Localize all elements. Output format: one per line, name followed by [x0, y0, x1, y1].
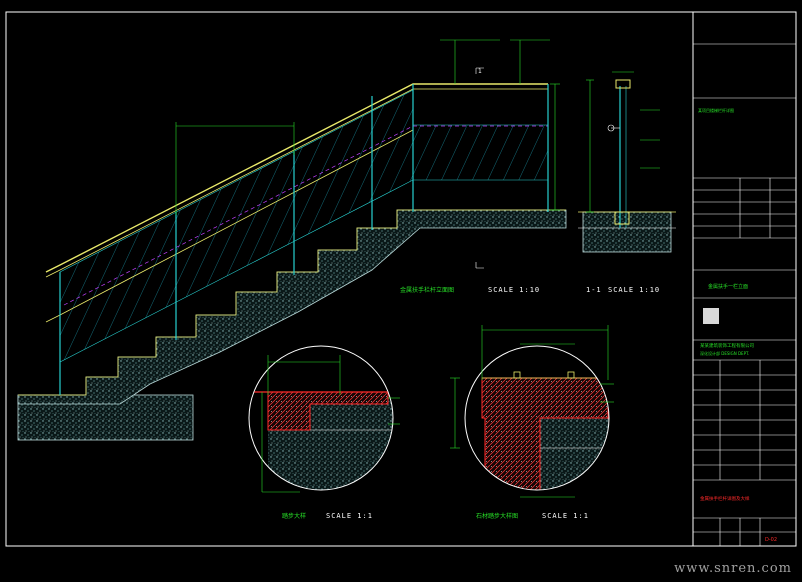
detail-a [248, 345, 400, 493]
elevation-title: 金属扶手栏杆立面图 [400, 286, 454, 294]
detail-b-title: 石材踏步大样图 [476, 512, 518, 520]
detail-a-scale: SCALE 1:1 [326, 512, 373, 520]
elevation-section-mark: 1 [478, 68, 482, 75]
watermark: www.snren.com [674, 561, 792, 576]
railing-posts [59, 84, 549, 395]
title-block-company-1: 某某建筑装饰工程有限公司 [700, 342, 754, 349]
title-block-company-2: 深化设计部 DESIGN DEPT. [700, 350, 749, 356]
title-block-red-note: 金属扶手栏杆详图及大样 [700, 495, 750, 502]
title-block-project: 某项目楼梯栏杆详图 [698, 107, 734, 113]
labels: 金属扶手栏杆立面图 SCALE 1:10 1 1-1 SCALE 1:10 踏步… [282, 68, 777, 543]
detail-a-title: 踏步大样 [282, 512, 306, 520]
section-1-1-title: 1-1 [586, 286, 602, 294]
title-block-drawing-title: 金属扶手一栏立面 [708, 283, 748, 290]
detail-b [450, 325, 614, 498]
elevation-scale: SCALE 1:10 [488, 286, 540, 294]
title-block-sheet-no: D-02 [765, 537, 777, 543]
drawing-frame [5, 11, 797, 547]
section-1-1-scale: SCALE 1:10 [608, 286, 660, 294]
stair-elevation [17, 39, 567, 441]
detail-b-scale: SCALE 1:1 [542, 512, 589, 520]
title-block [693, 43, 796, 546]
section-1-1 [578, 71, 676, 253]
